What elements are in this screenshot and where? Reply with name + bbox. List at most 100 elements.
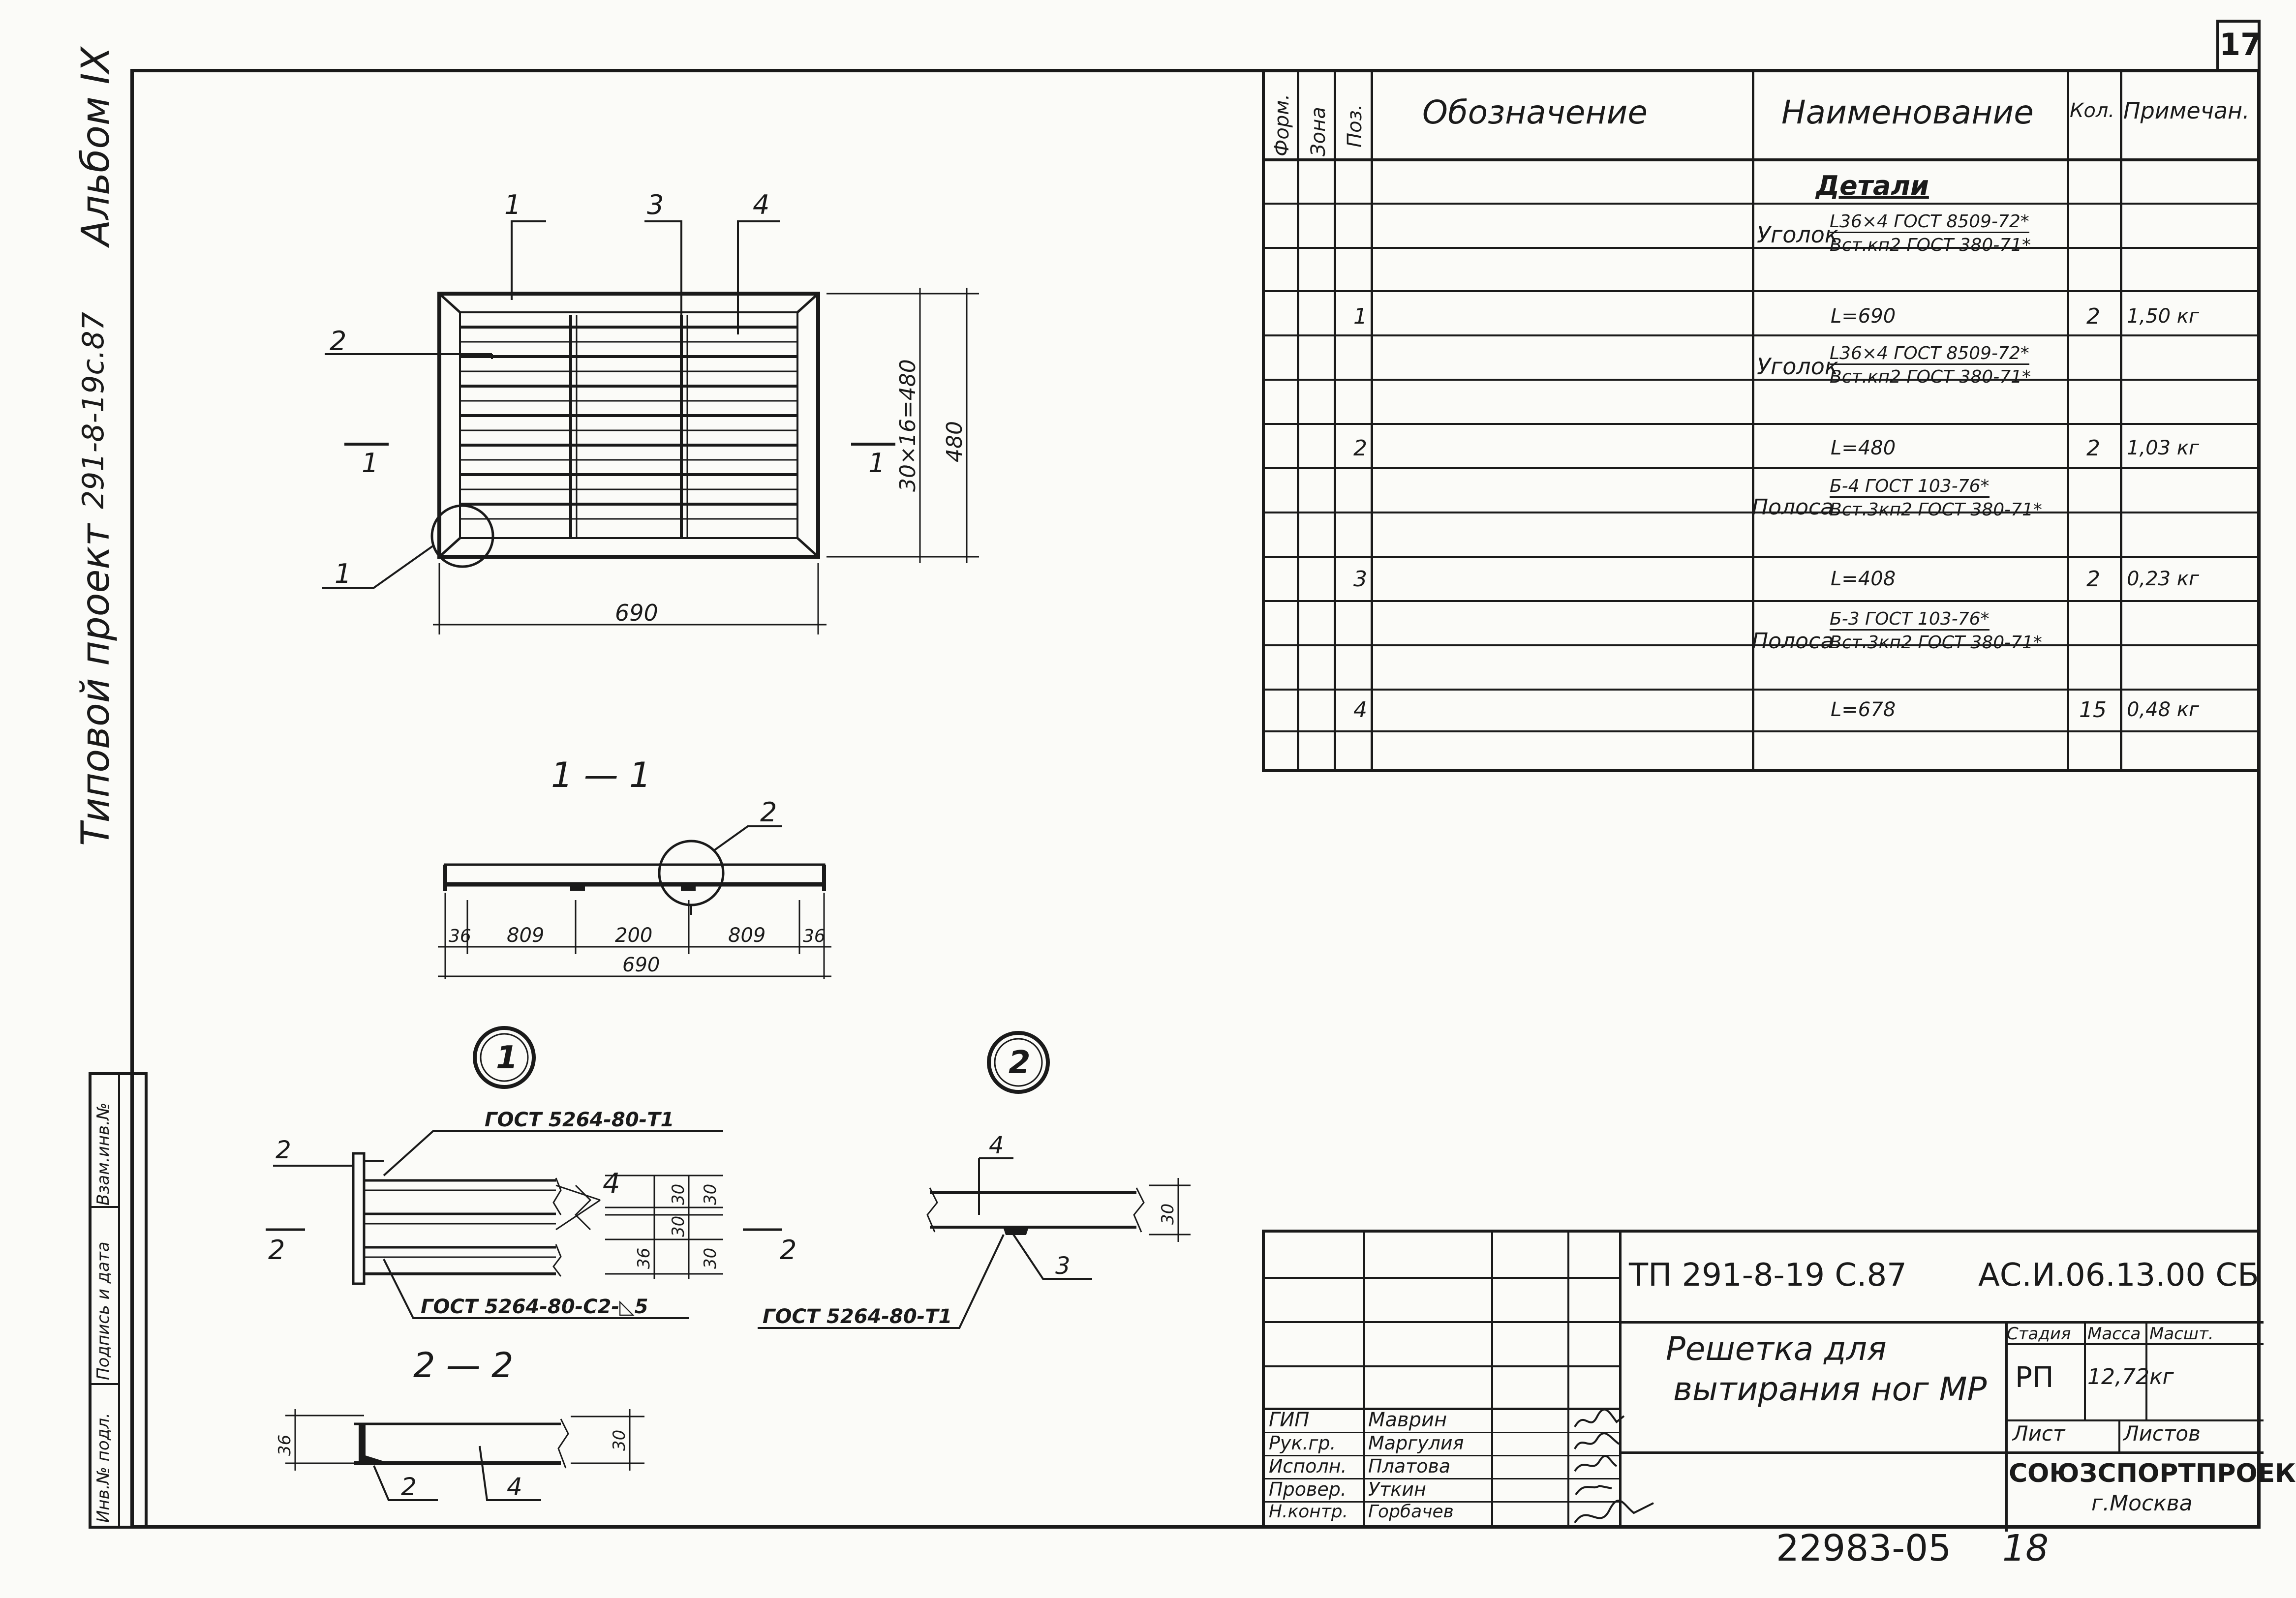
signer-name: Уткин [1368, 1478, 1426, 1500]
spec-hline [1265, 644, 2261, 646]
node-2-detail [758, 1157, 1191, 1329]
node-2-dim: 30 [1158, 1204, 1178, 1225]
spec-hline [1265, 334, 2261, 336]
node-1-dim: 30 [701, 1248, 720, 1269]
archive-number: 22983-05 [1776, 1527, 1952, 1569]
section-1-dim: 36 [803, 926, 826, 946]
spec-row-qty: 2 [2086, 436, 2100, 461]
node-1-pos-left: 2 [276, 1136, 291, 1164]
spec-hline [1265, 290, 2261, 292]
section-2-pos: 2 [401, 1473, 417, 1501]
doc-code: ТП 291-8-19 С.87 [1629, 1257, 1907, 1294]
spec-hline [1265, 556, 2261, 558]
plan-dim-inner: 30×16=480 [895, 359, 920, 492]
spec-material-prefix: Уголок [1757, 353, 1838, 380]
strip-cell-replaces [92, 1075, 118, 1208]
section-mark-right: 1 [868, 448, 885, 479]
node-1-label: 1 [496, 1040, 518, 1076]
node-2-weld: ГОСТ 5264-80-Т1 [763, 1305, 952, 1328]
section-2-dim-left: 36 [275, 1435, 295, 1456]
section-2-title: 2 — 2 [413, 1345, 514, 1386]
tb-line [1265, 1478, 1622, 1479]
tb-line [1491, 1233, 1493, 1529]
section-mark-left: 1 [362, 448, 378, 479]
plan-label-pos4: 4 [753, 189, 769, 220]
spec-row-pos: 1 [1353, 304, 1367, 329]
tb-line [2145, 1321, 2147, 1419]
spec-hline [1265, 689, 2261, 691]
tb-line [1622, 1451, 2264, 1454]
spec-vline [2067, 69, 2069, 769]
tb-line [1265, 1321, 1622, 1323]
spec-vline [1752, 69, 1754, 769]
spec-section-title: Детали [1816, 170, 1929, 201]
spec-material-bottom: Вст.кп2 ГОСТ 380-71* [1830, 367, 2031, 387]
node-1-dim: 30 [701, 1184, 720, 1205]
spec-row-pos: 4 [1353, 697, 1367, 723]
spec-material-prefix: Полоса [1752, 629, 1834, 654]
signer-name: Маврин [1368, 1409, 1447, 1431]
sheet-label: Лист [2013, 1421, 2065, 1446]
spec-row-qty: 2 [2086, 567, 2100, 592]
signer-role: ГИП [1269, 1409, 1310, 1431]
node-2-pos-top: 4 [989, 1132, 1004, 1159]
tb-line [1265, 1365, 1622, 1367]
stamp-strip: Взам.инв.№ Подпись и дата Инв.№ подл. [89, 1072, 148, 1529]
section-1-total: 690 [622, 954, 660, 976]
section-1-callout: 2 [760, 797, 777, 828]
spec-row-note: 1,03 кг [2127, 437, 2199, 459]
spec-material-bottom: Вст.3кп2 ГОСТ 380-71* [1830, 633, 2042, 653]
spec-hline [1265, 467, 2261, 469]
stage-label: Стадия [2007, 1324, 2071, 1344]
signatures [1574, 1408, 1654, 1524]
drawing-title-line1: Решетка для [1666, 1330, 1887, 1368]
node-1-weld-top: ГОСТ 5264-80-Т1 [485, 1109, 674, 1131]
spec-header-note: Примечан. [2123, 97, 2250, 124]
drawing-title-line2: вытирания ног МР [1673, 1370, 1987, 1408]
stage-value: РП [2015, 1360, 2054, 1394]
strip-divider [118, 1075, 120, 1526]
section-1-dim: 809 [507, 924, 544, 947]
node-1-dim: 30 [669, 1184, 688, 1205]
spec-row-pos: 3 [1353, 567, 1367, 592]
node-1-pos-right: 4 [603, 1168, 620, 1200]
signer-role: Исполн. [1269, 1455, 1347, 1477]
spec-material-bottom: Вст.3кп2 ГОСТ 380-71* [1830, 500, 2042, 520]
tb-line [1265, 1408, 1622, 1410]
node-1-circle [473, 1026, 536, 1089]
page-number: 18 [2002, 1527, 2049, 1569]
doc-designation: АС.И.06.13.00 СБ [1978, 1257, 2259, 1294]
spec-row-name: L=480 [1831, 437, 1896, 459]
spec-vline [2120, 69, 2122, 769]
spec-hline [1265, 379, 2261, 381]
mass-value: 12,72кг [2087, 1364, 2174, 1389]
spec-header-designation: Обозначение [1422, 93, 1648, 131]
spec-row-qty: 15 [2079, 697, 2107, 723]
spec-material-top: Б-3 ГОСТ 103-76* [1830, 609, 1990, 631]
tb-line [1265, 1277, 1622, 1279]
sheet-number: 17 [2216, 20, 2262, 69]
sheets-label: Листов [2123, 1421, 2201, 1446]
spec-header-line [1265, 158, 2261, 161]
section-1-dim: 200 [615, 924, 652, 947]
spec-row-qty: 2 [2086, 304, 2100, 329]
drawing-frame [130, 69, 2261, 1529]
tb-line [1622, 1321, 2264, 1324]
plan-dim-height: 480 [942, 421, 967, 462]
spec-hline [1265, 512, 2261, 513]
node-1-section-mark-right: 2 [780, 1235, 796, 1266]
spec-row-name: L=408 [1831, 568, 1896, 590]
tb-line [1265, 1501, 1622, 1503]
plan-view [322, 220, 979, 634]
tb-line [2005, 1343, 2264, 1345]
signer-name: Платова [1368, 1455, 1451, 1477]
spec-row-note: 0,48 кг [2127, 698, 2199, 721]
node-1-weld-bottom: ГОСТ 5264-80-С2-◺5 [421, 1296, 648, 1318]
section-1-1 [438, 825, 831, 979]
tb-line [2084, 1321, 2086, 1419]
section-1-dim: 809 [728, 924, 765, 947]
tb-line [2118, 1419, 2120, 1451]
tb-line [2005, 1419, 2264, 1421]
spec-row-name: L=690 [1831, 305, 1896, 328]
spec-hline [1265, 247, 2261, 249]
